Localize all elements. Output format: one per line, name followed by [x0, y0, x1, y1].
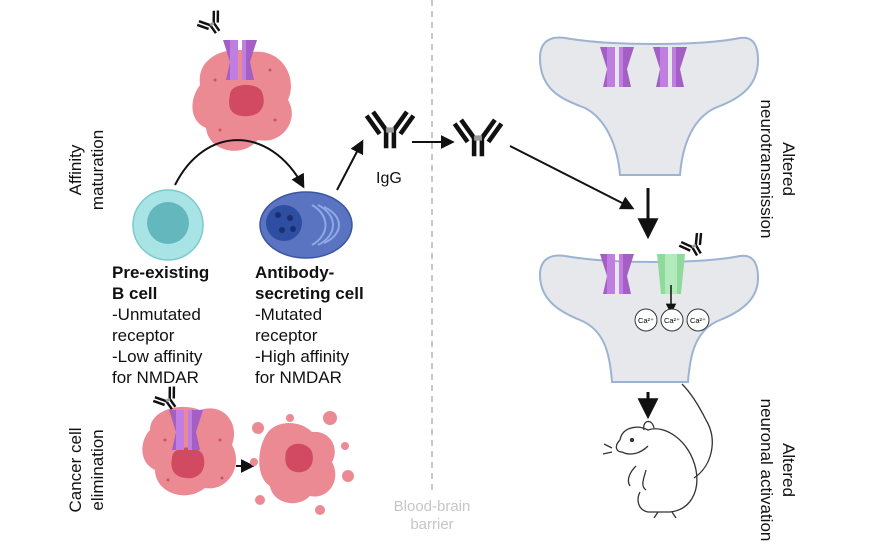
cancer-elimination-label: Cancer cell elimination — [65, 415, 109, 525]
calcium-ions: Ca²⁺ Ca²⁺ Ca²⁺ — [634, 308, 710, 332]
label-line: Cancer cell — [66, 427, 85, 513]
label-line: Altered — [779, 142, 798, 196]
antibody-secreting-cell — [259, 191, 353, 259]
calcium-label: Ca²⁺ — [664, 316, 680, 325]
calcium-label: Ca²⁺ — [690, 316, 706, 325]
igg-label: IgG — [376, 170, 402, 187]
lysed-cell — [250, 411, 354, 515]
b-cell-line: for NMDAR — [112, 368, 199, 387]
binding-arrow — [509, 145, 635, 210]
antibody-icon — [194, 7, 230, 41]
label-line: maturation — [88, 129, 107, 211]
igg-icon-brain — [455, 120, 502, 156]
antibody-cell-line: receptor — [255, 326, 318, 345]
label-line: elimination — [88, 429, 107, 511]
igg-icon — [367, 112, 414, 148]
b-cell-line: receptor — [112, 326, 175, 345]
altered-neuronal-activation-label: Altered neuronal activation — [755, 390, 799, 550]
label-line: neurotransmission — [757, 99, 776, 239]
maturation-arrow — [174, 139, 305, 189]
altered-neurotransmission-label: Altered neurotransmission — [755, 94, 799, 244]
antibody-cell-title: Antibody- — [255, 263, 335, 282]
b-cell-title: Pre-existing — [112, 263, 210, 282]
mouse-icon — [602, 383, 713, 519]
b-cell-description: Pre-existing B cell -Unmutated receptor … — [112, 262, 209, 388]
label-line: Affinity — [66, 144, 85, 196]
secretion-arrow — [336, 139, 364, 191]
b-cell-title: B cell — [112, 284, 158, 303]
antibody-cell-line: -High affinity — [255, 347, 350, 366]
label-line: Altered — [779, 443, 798, 497]
b-cell — [132, 189, 204, 261]
antibody-cell-line: for NMDAR — [255, 368, 342, 387]
affinity-maturation-label: Affinity maturation — [65, 115, 109, 225]
blocked-receptor-icon — [657, 254, 685, 294]
antibody-cell-title: secreting cell — [255, 284, 364, 303]
antibody-cell-description: Antibody- secreting cell -Mutated recept… — [255, 262, 364, 388]
synapse-normal — [538, 36, 760, 176]
label-line: Blood-brain — [393, 498, 471, 515]
antibody-cell-line: -Mutated — [255, 305, 323, 324]
cancer-cell-top — [192, 49, 292, 151]
cancer-cell-bottom — [142, 406, 237, 496]
label-line: neuronal activation — [757, 398, 776, 542]
b-cell-line: -Low affinity — [112, 347, 203, 366]
calcium-label: Ca²⁺ — [638, 316, 654, 325]
blood-brain-barrier-label: Blood-brain barrier — [382, 498, 482, 534]
label-line: barrier — [410, 516, 454, 533]
b-cell-line: -Unmutated — [112, 305, 201, 324]
